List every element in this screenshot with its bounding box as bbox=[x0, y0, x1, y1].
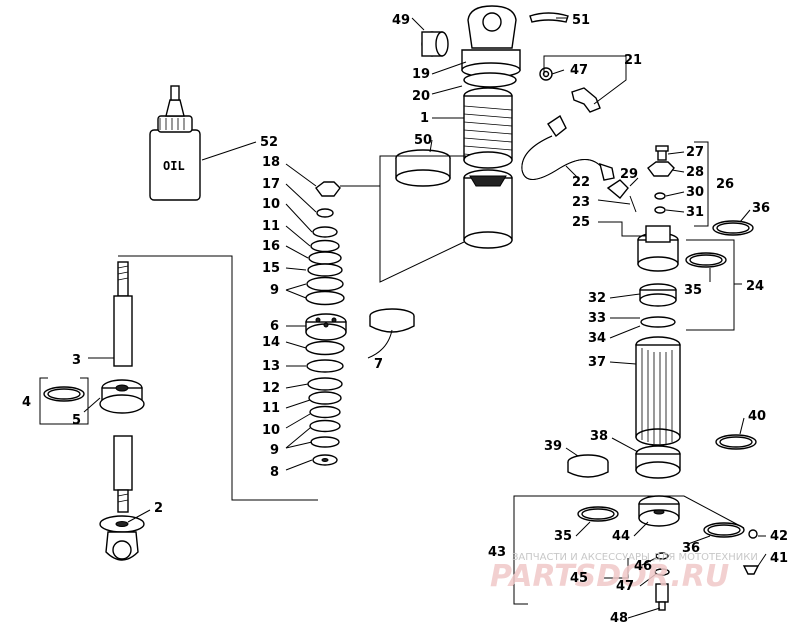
callout-label: 17 bbox=[262, 177, 280, 192]
callout-label: 11 bbox=[262, 401, 280, 416]
callout-label: 1 bbox=[420, 111, 429, 126]
callout-label: 7 bbox=[374, 357, 383, 372]
callout-label: 13 bbox=[262, 359, 280, 374]
callout-label: 39 bbox=[544, 439, 562, 454]
callout-labels: 49 51 19 47 21 20 1 50 52 18 17 10 11 16… bbox=[22, 13, 788, 626]
callout-label: 3 bbox=[72, 353, 81, 368]
callout-label: 15 bbox=[262, 261, 280, 276]
callout-label: 28 bbox=[686, 165, 704, 180]
oil-bottle: OIL bbox=[149, 85, 201, 201]
callout-label: 5 bbox=[72, 413, 81, 428]
callout-label: 34 bbox=[588, 331, 606, 346]
callout-label: 43 bbox=[488, 545, 506, 560]
callout-label: 46 bbox=[634, 559, 652, 574]
callout-label: 18 bbox=[262, 155, 280, 170]
callout-label: 24 bbox=[746, 279, 764, 294]
callout-label: 47 bbox=[616, 579, 634, 594]
callout-label: 38 bbox=[590, 429, 608, 444]
callout-label: 12 bbox=[262, 381, 280, 396]
callout-label: 6 bbox=[270, 319, 279, 334]
callout-label: 35 bbox=[684, 283, 702, 298]
callout-label: 42 bbox=[770, 529, 788, 544]
leader-lines bbox=[39, 17, 767, 619]
callout-label: 25 bbox=[572, 215, 590, 230]
callout-label: 8 bbox=[270, 465, 279, 480]
reservoir-assembly bbox=[567, 145, 760, 611]
callout-label: 33 bbox=[588, 311, 606, 326]
callout-label: 16 bbox=[262, 239, 280, 254]
callout-label: 27 bbox=[686, 145, 704, 160]
callout-label: 49 bbox=[392, 13, 410, 28]
watermark: ЗАПЧАСТИ И АКСЕССУАРЫ ДЛЯ МОТОТЕХНИКИ PA… bbox=[490, 552, 758, 594]
callout-label: 31 bbox=[686, 205, 704, 220]
callout-label: 36 bbox=[752, 201, 770, 216]
callout-label: 44 bbox=[612, 529, 630, 544]
shaft-assembly bbox=[43, 261, 145, 561]
callout-label: 30 bbox=[686, 185, 704, 200]
callout-label: 9 bbox=[270, 443, 279, 458]
watermark-caption: ЗАПЧАСТИ И АКСЕССУАРЫ ДЛЯ МОТОТЕХНИКИ bbox=[512, 552, 758, 563]
callout-label: 50 bbox=[414, 133, 432, 148]
callout-label: 48 bbox=[610, 611, 628, 626]
callout-label: 51 bbox=[572, 13, 590, 28]
callout-label: 20 bbox=[412, 89, 430, 104]
oil-bottle-label: OIL bbox=[163, 159, 185, 173]
callout-label: 14 bbox=[262, 335, 280, 350]
callout-label: 32 bbox=[588, 291, 606, 306]
callout-label: 11 bbox=[262, 219, 280, 234]
callout-label: 47 bbox=[570, 63, 588, 78]
callout-label: 9 bbox=[270, 283, 279, 298]
shock-body-top bbox=[395, 5, 569, 249]
callout-label: 2 bbox=[154, 501, 163, 516]
piston-valve-stack bbox=[305, 181, 415, 466]
callout-label: 19 bbox=[412, 67, 430, 82]
callout-label: 40 bbox=[748, 409, 766, 424]
watermark-logo: PARTSDOR.RU bbox=[490, 559, 729, 594]
reservoir-hose bbox=[521, 87, 615, 181]
callout-label: 22 bbox=[572, 175, 590, 190]
callout-label: 21 bbox=[624, 53, 642, 68]
callout-label: 29 bbox=[620, 167, 638, 182]
callout-label: 23 bbox=[572, 195, 590, 210]
callout-label: 10 bbox=[262, 197, 280, 212]
callout-label: 4 bbox=[22, 395, 31, 410]
callout-label: 26 bbox=[716, 177, 734, 192]
callout-label: 52 bbox=[260, 135, 278, 150]
callout-label: 36 bbox=[682, 541, 700, 556]
callout-label: 41 bbox=[770, 551, 788, 566]
callout-label: 35 bbox=[554, 529, 572, 544]
callout-label: 37 bbox=[588, 355, 606, 370]
callout-label: 10 bbox=[262, 423, 280, 438]
callout-label: 45 bbox=[570, 571, 588, 586]
